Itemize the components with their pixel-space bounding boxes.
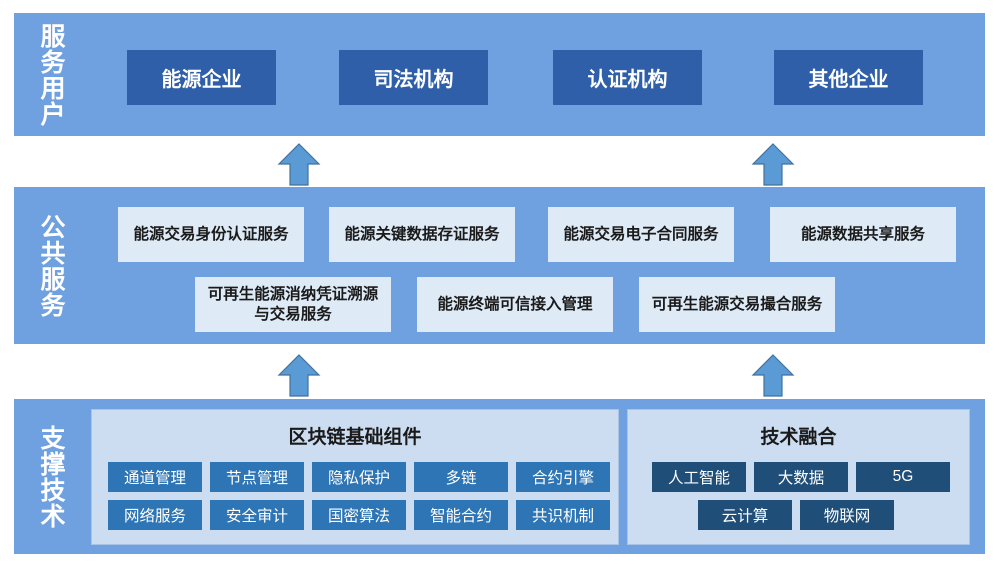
chip-smart-contract[interactable]: 智能合约: [414, 500, 508, 530]
service-box-identity-authentication[interactable]: 能源交易身份认证服务: [118, 207, 304, 262]
user-box-certification-institution[interactable]: 认证机构: [553, 50, 702, 105]
layer-public-services: 公共服务 能源交易身份认证服务 能源关键数据存证服务 能源交易电子合同服务 能源…: [14, 187, 985, 344]
panel-technology-fusion: 技术融合 人工智能 大数据 5G 云计算 物联网: [627, 409, 970, 545]
user-box-energy-enterprise[interactable]: 能源企业: [127, 50, 276, 105]
chip-channel-management[interactable]: 通道管理: [108, 462, 202, 492]
service-box-terminal-trusted-access[interactable]: 能源终端可信接入管理: [417, 277, 613, 332]
layer-label-public-services: 公共服务: [37, 213, 65, 318]
layer-service-users: 服务用户 能源企业 司法机构 认证机构 其他企业: [14, 13, 985, 136]
chip-cloud-computing[interactable]: 云计算: [698, 500, 792, 530]
chip-big-data[interactable]: 大数据: [754, 462, 848, 492]
panel-title-technology-fusion: 技术融合: [760, 427, 837, 448]
chip-national-cryptographic-algorithm[interactable]: 国密算法: [312, 500, 406, 530]
service-box-key-data-notarization[interactable]: 能源关键数据存证服务: [329, 207, 515, 262]
service-box-renewable-trading-matching[interactable]: 可再生能源交易撮合服务: [639, 277, 835, 332]
chip-privacy-protection[interactable]: 隐私保护: [312, 462, 406, 492]
panel-blockchain-components: 区块链基础组件 通道管理 节点管理 隐私保护 多链 合约引擎 网络服务 安全审计…: [91, 409, 619, 545]
arrow-public-to-users-left: [277, 142, 321, 186]
chip-multi-chain[interactable]: 多链: [414, 462, 508, 492]
layer-label-supporting-tech: 支撑技术: [37, 424, 65, 529]
chip-contract-engine[interactable]: 合约引擎: [516, 462, 610, 492]
chip-consensus-mechanism[interactable]: 共识机制: [516, 500, 610, 530]
arrow-public-to-users-right: [751, 142, 795, 186]
user-box-judicial-institution[interactable]: 司法机构: [339, 50, 488, 105]
chip-security-audit[interactable]: 安全审计: [210, 500, 304, 530]
user-box-other-enterprise[interactable]: 其他企业: [774, 50, 923, 105]
layer-label-service-users: 服务用户: [37, 22, 65, 127]
service-box-electronic-contract[interactable]: 能源交易电子合同服务: [548, 207, 734, 262]
layer-supporting-tech: 支撑技术 区块链基础组件 通道管理 节点管理 隐私保护 多链 合约引擎 网络服务…: [14, 399, 985, 554]
service-box-data-sharing[interactable]: 能源数据共享服务: [770, 207, 956, 262]
panel-title-blockchain-components: 区块链基础组件: [288, 427, 422, 448]
chip-artificial-intelligence[interactable]: 人工智能: [652, 462, 746, 492]
chip-node-management[interactable]: 节点管理: [210, 462, 304, 492]
chip-internet-of-things[interactable]: 物联网: [800, 500, 894, 530]
service-box-renewable-certificate-traceability[interactable]: 可再生能源消纳凭证溯源与交易服务: [195, 277, 391, 332]
chip-5g[interactable]: 5G: [856, 462, 950, 492]
arrow-tech-to-public-right: [751, 353, 795, 397]
arrow-tech-to-public-left: [277, 353, 321, 397]
chip-network-service[interactable]: 网络服务: [108, 500, 202, 530]
